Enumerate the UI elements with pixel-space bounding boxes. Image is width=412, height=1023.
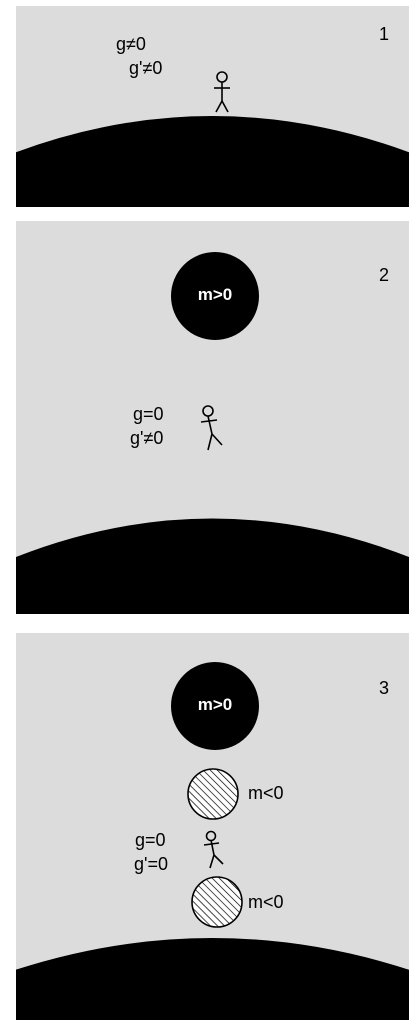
floating-stick-figure <box>203 830 224 869</box>
panel-number: 1 <box>378 24 389 44</box>
stick-figure <box>214 71 230 113</box>
g-prime-label: g'≠0 <box>129 58 163 78</box>
g-label: g=0 <box>135 830 166 850</box>
panel-number: 2 <box>378 265 389 285</box>
positive-mass-label: m>0 <box>197 695 233 714</box>
floating-stick-figure <box>200 405 223 451</box>
panel-2-drawing <box>16 252 409 614</box>
g-prime-label: g'=0 <box>134 854 168 874</box>
planet-surface <box>16 938 409 1020</box>
panel-1: 1 g≠0 g'≠0 <box>16 6 409 207</box>
negative-mass-label-top: m<0 <box>248 783 284 803</box>
panel-3-drawing <box>16 662 409 1020</box>
positive-mass <box>171 662 259 750</box>
g-label: g=0 <box>133 404 164 424</box>
negative-mass-top <box>187 768 239 820</box>
planet-surface <box>16 518 409 614</box>
panel-1-drawing <box>16 71 409 207</box>
negative-mass-bottom <box>191 876 243 928</box>
panel-2: m>0 2 g=0 g'≠0 <box>16 221 409 614</box>
panel-number: 3 <box>378 678 389 698</box>
negative-mass-label-bottom: m<0 <box>248 892 284 912</box>
planet-surface <box>16 116 409 207</box>
g-label: g≠0 <box>116 34 146 54</box>
positive-mass-label: m>0 <box>197 285 233 304</box>
positive-mass <box>171 252 259 340</box>
g-prime-label: g'≠0 <box>130 428 164 448</box>
panel-3: m>0 3 m<0 m<0 g=0 g'=0 <box>16 633 409 1020</box>
